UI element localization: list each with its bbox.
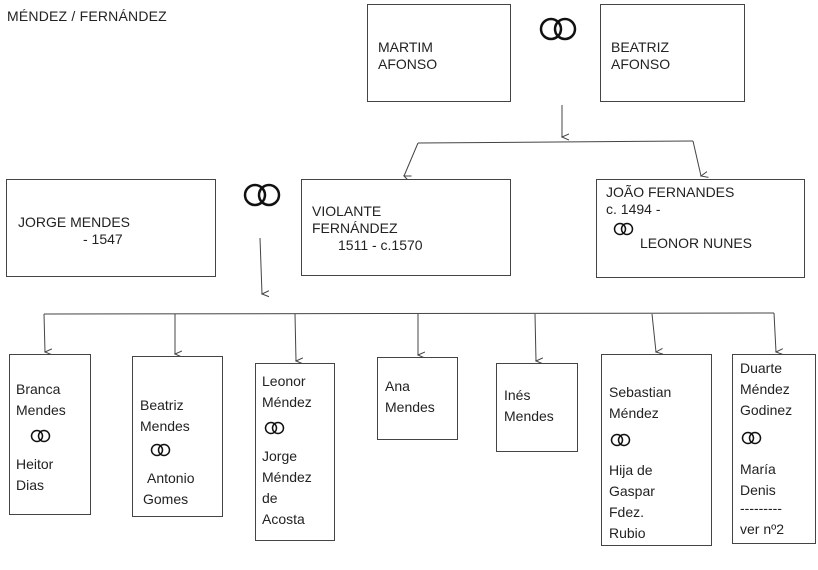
child-name-line2: Méndez: [740, 381, 790, 397]
person-dates: - 1547: [83, 231, 123, 247]
person-name-line2: AFONSO: [378, 56, 438, 72]
child-leonor-mendez: Leonor Méndez Jorge Méndez de Acosta: [255, 363, 335, 541]
cross-reference-note: ver nº2: [740, 521, 785, 537]
child-beatriz-mendes: Beatriz Mendes Antonio Gomes: [132, 356, 223, 517]
child-name-line2: Mendes: [385, 399, 435, 415]
spouse-name-line2: Dias: [16, 477, 45, 493]
child-name-line2: Méndez: [609, 405, 659, 421]
spouse-name-line2: Gaspar: [609, 483, 655, 499]
person-martim-afonso: MARTIM AFONSO: [367, 4, 511, 102]
spouse-name: LEONOR NUNES: [640, 235, 753, 251]
person-name: JOÃO FERNANDES: [606, 184, 735, 200]
page-title: MÉNDEZ / FERNÁNDEZ: [7, 8, 167, 24]
spouse-name-line1: Heitor: [16, 456, 54, 472]
child-name-line3: Godinez: [740, 402, 793, 418]
child-ana-mendes: Ana Mendes: [377, 357, 458, 440]
spouse-name-line4: Acosta: [262, 511, 305, 527]
marriage-rings-icon: [30, 429, 51, 443]
child-name-line1: Leonor: [262, 373, 306, 389]
person-name-line1: VIOLANTE: [312, 203, 382, 219]
person-dates: c. 1494 -: [606, 201, 661, 217]
spouse-name-line4: Rubio: [609, 525, 646, 541]
child-name-line2: Méndez: [262, 394, 312, 410]
spouse-name-line2: Denis: [740, 482, 776, 498]
child-name-line1: Branca: [16, 381, 61, 397]
spouse-name-line3: Fdez.: [609, 504, 645, 520]
spouse-name-line3: de: [262, 490, 278, 506]
child-name-line1: Duarte: [740, 360, 783, 376]
child-name-line1: Beatriz: [140, 397, 184, 413]
spouse-name-line1: Hija de: [609, 462, 653, 478]
child-name-line1: Sebastian: [609, 384, 672, 400]
spouse-name-line2: Méndez: [262, 469, 312, 485]
child-branca-mendes: Branca Mendes Heitor Dias: [9, 354, 91, 515]
person-dates: 1511 - c.1570: [338, 237, 423, 253]
separator-dashes: ---------: [740, 500, 782, 516]
child-name-line1: Inés: [504, 387, 531, 403]
child-ines-mendes: Inés Mendes: [496, 363, 578, 452]
child-name-line1: Ana: [385, 378, 410, 394]
person-jorge-mendes: JORGE MENDES - 1547: [6, 179, 216, 277]
person-beatriz-afonso: BEATRIZ AFONSO: [600, 4, 745, 102]
marriage-rings-icon: [243, 183, 281, 207]
person-joao-fernandes: JOÃO FERNANDES c. 1494 - LEONOR NUNES: [596, 179, 805, 278]
person-name: JORGE MENDES: [18, 214, 131, 230]
marriage-rings-icon: [741, 431, 762, 445]
child-name-line2: Mendes: [140, 418, 190, 434]
person-name-line2: AFONSO: [611, 56, 671, 72]
child-duarte-mendez-godinez: Duarte Méndez Godinez María Denis ------…: [732, 354, 816, 544]
marriage-rings-icon: [264, 421, 285, 435]
marriage-rings-icon: [613, 222, 634, 236]
child-name-line2: Mendes: [504, 408, 554, 424]
person-name-line2: FERNÁNDEZ: [312, 220, 398, 236]
marriage-rings-icon: [150, 443, 171, 457]
marriage-rings-icon: [539, 17, 577, 41]
spouse-name-line1: Antonio: [147, 470, 195, 486]
person-name-line1: BEATRIZ: [611, 39, 670, 55]
child-sebastian-mendez: Sebastian Méndez Hija de Gaspar Fdez. Ru…: [601, 354, 712, 546]
person-violante-fernandez: VIOLANTE FERNÁNDEZ 1511 - c.1570: [301, 179, 511, 276]
marriage-rings-icon: [610, 433, 631, 447]
person-name-line1: MARTIM: [378, 39, 433, 55]
spouse-name-line2: Gomes: [143, 491, 189, 507]
child-name-line2: Mendes: [16, 402, 66, 418]
spouse-name-line1: María: [740, 461, 776, 477]
spouse-name-line1: Jorge: [262, 448, 298, 464]
